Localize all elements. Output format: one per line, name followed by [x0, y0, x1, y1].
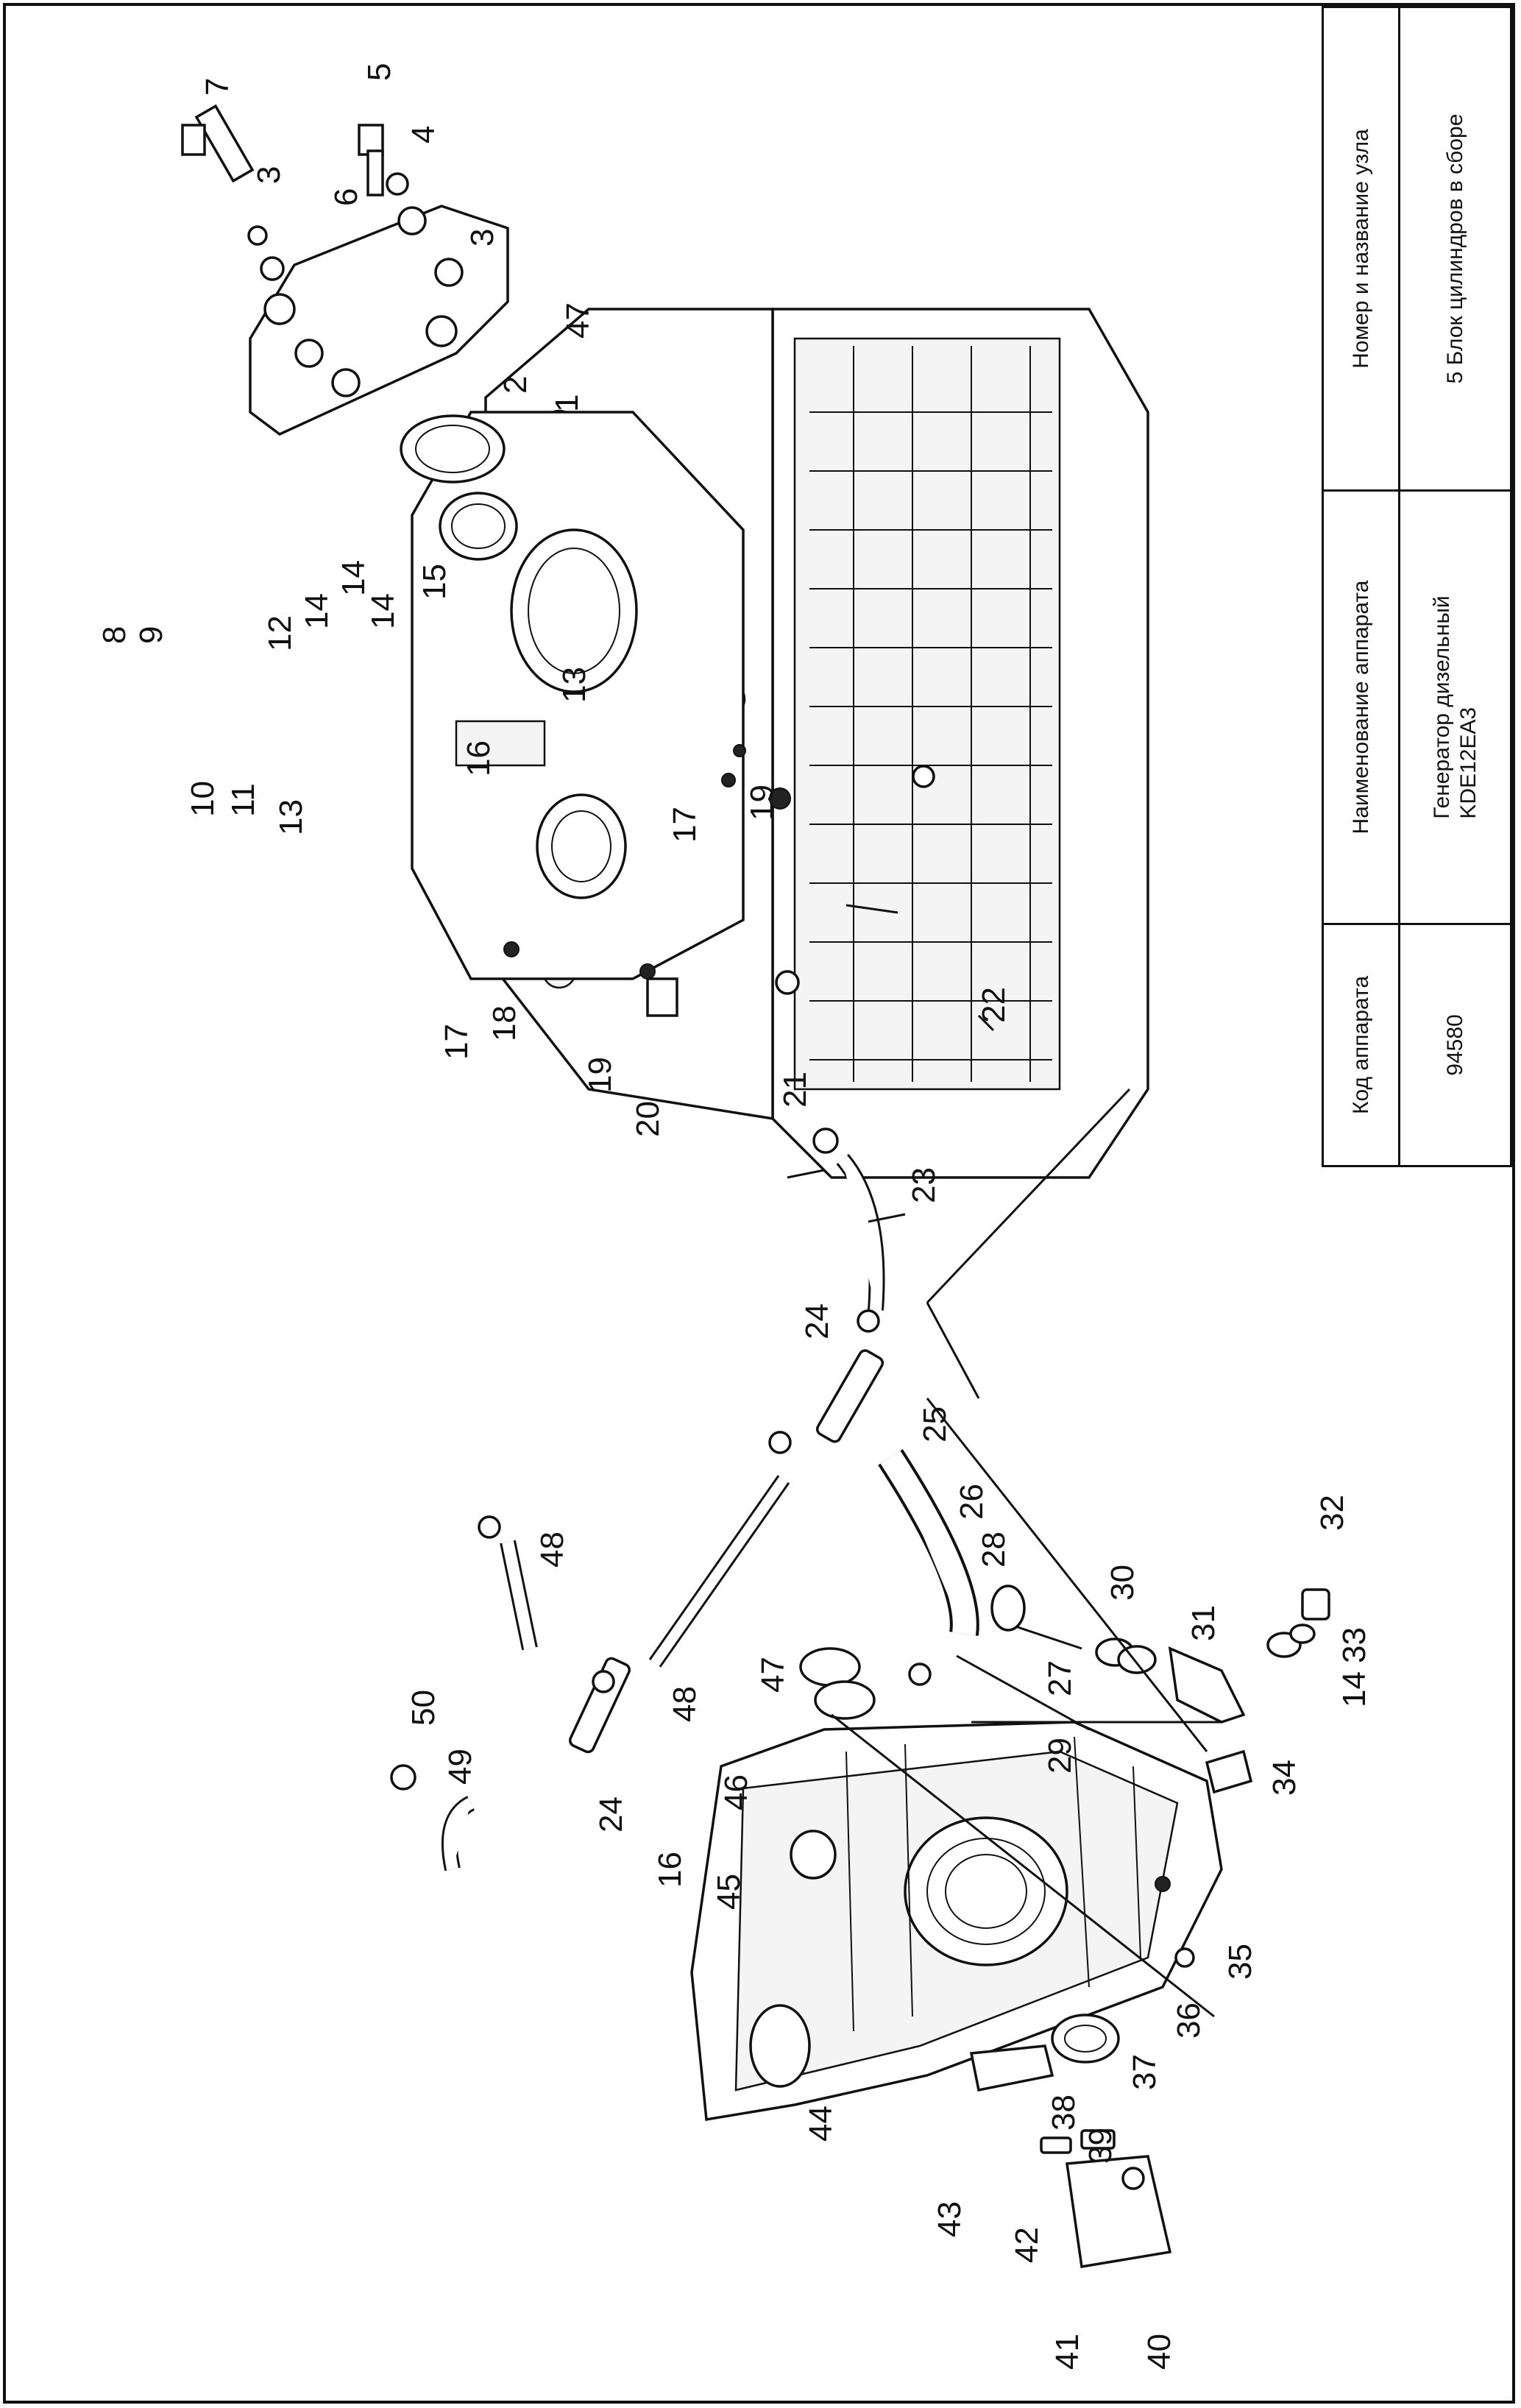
- callout-39: 39: [1082, 2128, 1118, 2164]
- callout-24: 24: [799, 1303, 835, 1339]
- callout-25: 25: [917, 1406, 953, 1442]
- callout-11: 11: [225, 783, 261, 817]
- callout-13: 13: [556, 667, 592, 703]
- callout-13: 13: [273, 799, 309, 835]
- callout-6: 6: [328, 188, 364, 206]
- title-block: Номер и название узла Наименование аппар…: [1322, 6, 1512, 1167]
- callout-17: 17: [439, 1024, 475, 1060]
- callout-15: 15: [416, 564, 453, 600]
- callout-4: 4: [405, 126, 442, 144]
- header-code: Код аппарата: [1348, 976, 1373, 1114]
- crankshaft-bore: [904, 1816, 1068, 1966]
- callout-9: 9: [133, 626, 169, 644]
- callout-10: 10: [185, 781, 221, 817]
- callout-32: 32: [1314, 1495, 1350, 1531]
- value-code: 94580: [1442, 1014, 1467, 1076]
- leader-lines: [787, 904, 1222, 2018]
- value-code-cell: 94580: [1398, 923, 1512, 1167]
- callout-37: 37: [1127, 2054, 1163, 2090]
- callout-49: 49: [442, 1749, 478, 1785]
- callout-24: 24: [593, 1796, 629, 1832]
- callout-46: 46: [718, 1774, 754, 1810]
- callout-45: 45: [711, 1874, 747, 1910]
- callout-16: 16: [652, 1852, 688, 1888]
- callout-50: 50: [405, 1690, 442, 1726]
- header-code-cell: Код аппарата: [1322, 923, 1400, 1167]
- callout-19: 19: [744, 785, 780, 821]
- callout-16: 16: [461, 740, 497, 776]
- callout-3: 3: [464, 229, 500, 247]
- callout-41: 41: [1049, 2334, 1085, 2370]
- callout-43: 43: [932, 2201, 968, 2237]
- header-name-cell: Наименование аппарата: [1322, 489, 1400, 925]
- callout-42: 42: [1009, 2227, 1045, 2263]
- callout-12: 12: [262, 615, 298, 651]
- callout-20: 20: [630, 1101, 666, 1137]
- callout-17: 17: [667, 807, 703, 843]
- callout-33: 33: [1336, 1627, 1372, 1663]
- value-name-cell: Генератор дизельный KDE12EA3: [1398, 489, 1512, 925]
- callout-47: 47: [560, 302, 596, 339]
- callout-34: 34: [1266, 1760, 1302, 1796]
- callout-1: 1: [549, 394, 585, 412]
- callout-31: 31: [1185, 1605, 1222, 1641]
- callout-7: 7: [199, 78, 235, 96]
- sheet-border: [3, 3, 1515, 2404]
- header-unit: Номер и название узла: [1348, 129, 1373, 369]
- header-name: Наименование аппарата: [1348, 580, 1373, 835]
- callouts: 1 2 3 3 4 5 6 7 8 9 10 11 12 13 13 14 14…: [96, 63, 1372, 2370]
- gear-housing: [690, 1647, 1223, 2269]
- callout-26: 26: [954, 1484, 990, 1520]
- callout-5: 5: [361, 63, 397, 81]
- value-unit: 5 Блок цилиндров в сборе: [1442, 113, 1467, 384]
- callout-27: 27: [1042, 1660, 1078, 1696]
- callout-28: 28: [976, 1531, 1012, 1568]
- callout-3: 3: [251, 166, 287, 184]
- value-name-line1: Генератор дизельный: [1429, 595, 1454, 819]
- callout-44: 44: [803, 2106, 839, 2142]
- callout-14: 14: [299, 593, 335, 629]
- callout-23: 23: [906, 1167, 942, 1203]
- rear-cover-group: [181, 104, 518, 561]
- callout-2: 2: [497, 376, 533, 394]
- callout-48: 48: [534, 1531, 570, 1568]
- callout-40: 40: [1141, 2334, 1177, 2370]
- seal-ring: [439, 492, 518, 561]
- value-name: Генератор дизельный KDE12EA3: [1429, 595, 1482, 818]
- hoses-group: [390, 1127, 1330, 1871]
- callout-30: 30: [1105, 1565, 1141, 1601]
- callout-22: 22: [976, 987, 1012, 1023]
- callout-29: 29: [1042, 1738, 1078, 1774]
- callout-36: 36: [1171, 2002, 1207, 2039]
- callout-19: 19: [582, 1057, 618, 1093]
- callout-47: 47: [755, 1657, 791, 1693]
- callout-35: 35: [1222, 1944, 1258, 1980]
- callout-14: 14: [365, 593, 401, 629]
- callout-14: 14: [336, 560, 372, 596]
- callout-48: 48: [667, 1686, 703, 1722]
- callout-21: 21: [777, 1072, 813, 1108]
- callout-8: 8: [96, 626, 132, 644]
- callout-14: 14: [1336, 1671, 1372, 1707]
- value-name-line2: KDE12EA3: [1456, 707, 1481, 819]
- header-unit-cell: Номер и название узла: [1322, 6, 1400, 492]
- callout-18: 18: [486, 1005, 522, 1041]
- value-unit-cell: 5 Блок цилиндров в сборе: [1398, 6, 1512, 492]
- callout-38: 38: [1046, 2094, 1082, 2131]
